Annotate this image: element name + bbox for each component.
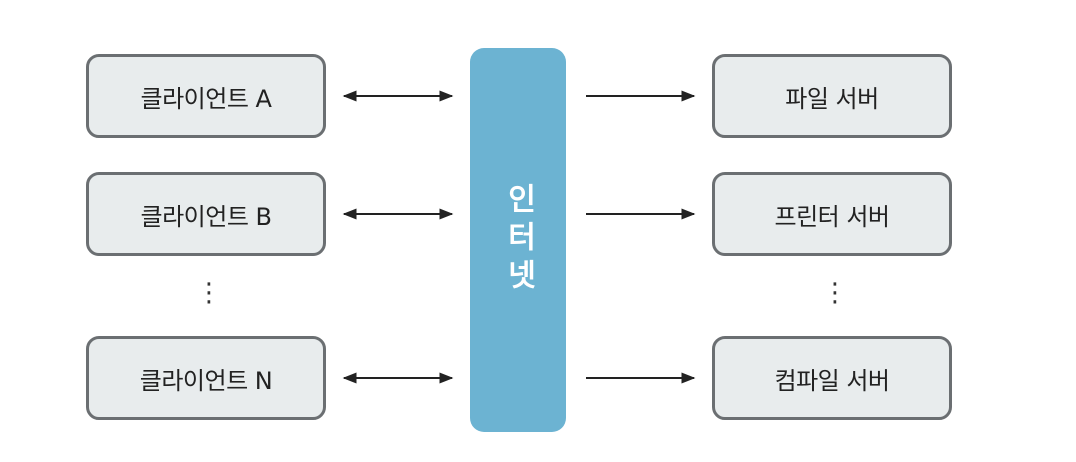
server-box-compile: 컴파일 서버 bbox=[712, 336, 952, 420]
internet-label: 인터넷 bbox=[501, 183, 536, 297]
client-label-n: 클라이언트 N bbox=[139, 366, 273, 395]
server-box-file: 파일 서버 bbox=[712, 54, 952, 138]
server-label-compile: 컴파일 서버 bbox=[774, 366, 890, 395]
internet-hub: 인터넷 bbox=[470, 48, 566, 432]
client-label-b: 클라이언트 B bbox=[140, 202, 273, 231]
client-box-b: 클라이언트 B bbox=[86, 172, 326, 256]
client-box-n: 클라이언트 N bbox=[86, 336, 326, 420]
client-label-a: 클라이언트 A bbox=[140, 84, 272, 113]
server-label-file: 파일 서버 bbox=[785, 84, 879, 113]
server-box-printer: 프린터 서버 bbox=[712, 172, 952, 256]
client-box-a: 클라이언트 A bbox=[86, 54, 326, 138]
server-label-printer: 프린터 서버 bbox=[774, 202, 890, 231]
